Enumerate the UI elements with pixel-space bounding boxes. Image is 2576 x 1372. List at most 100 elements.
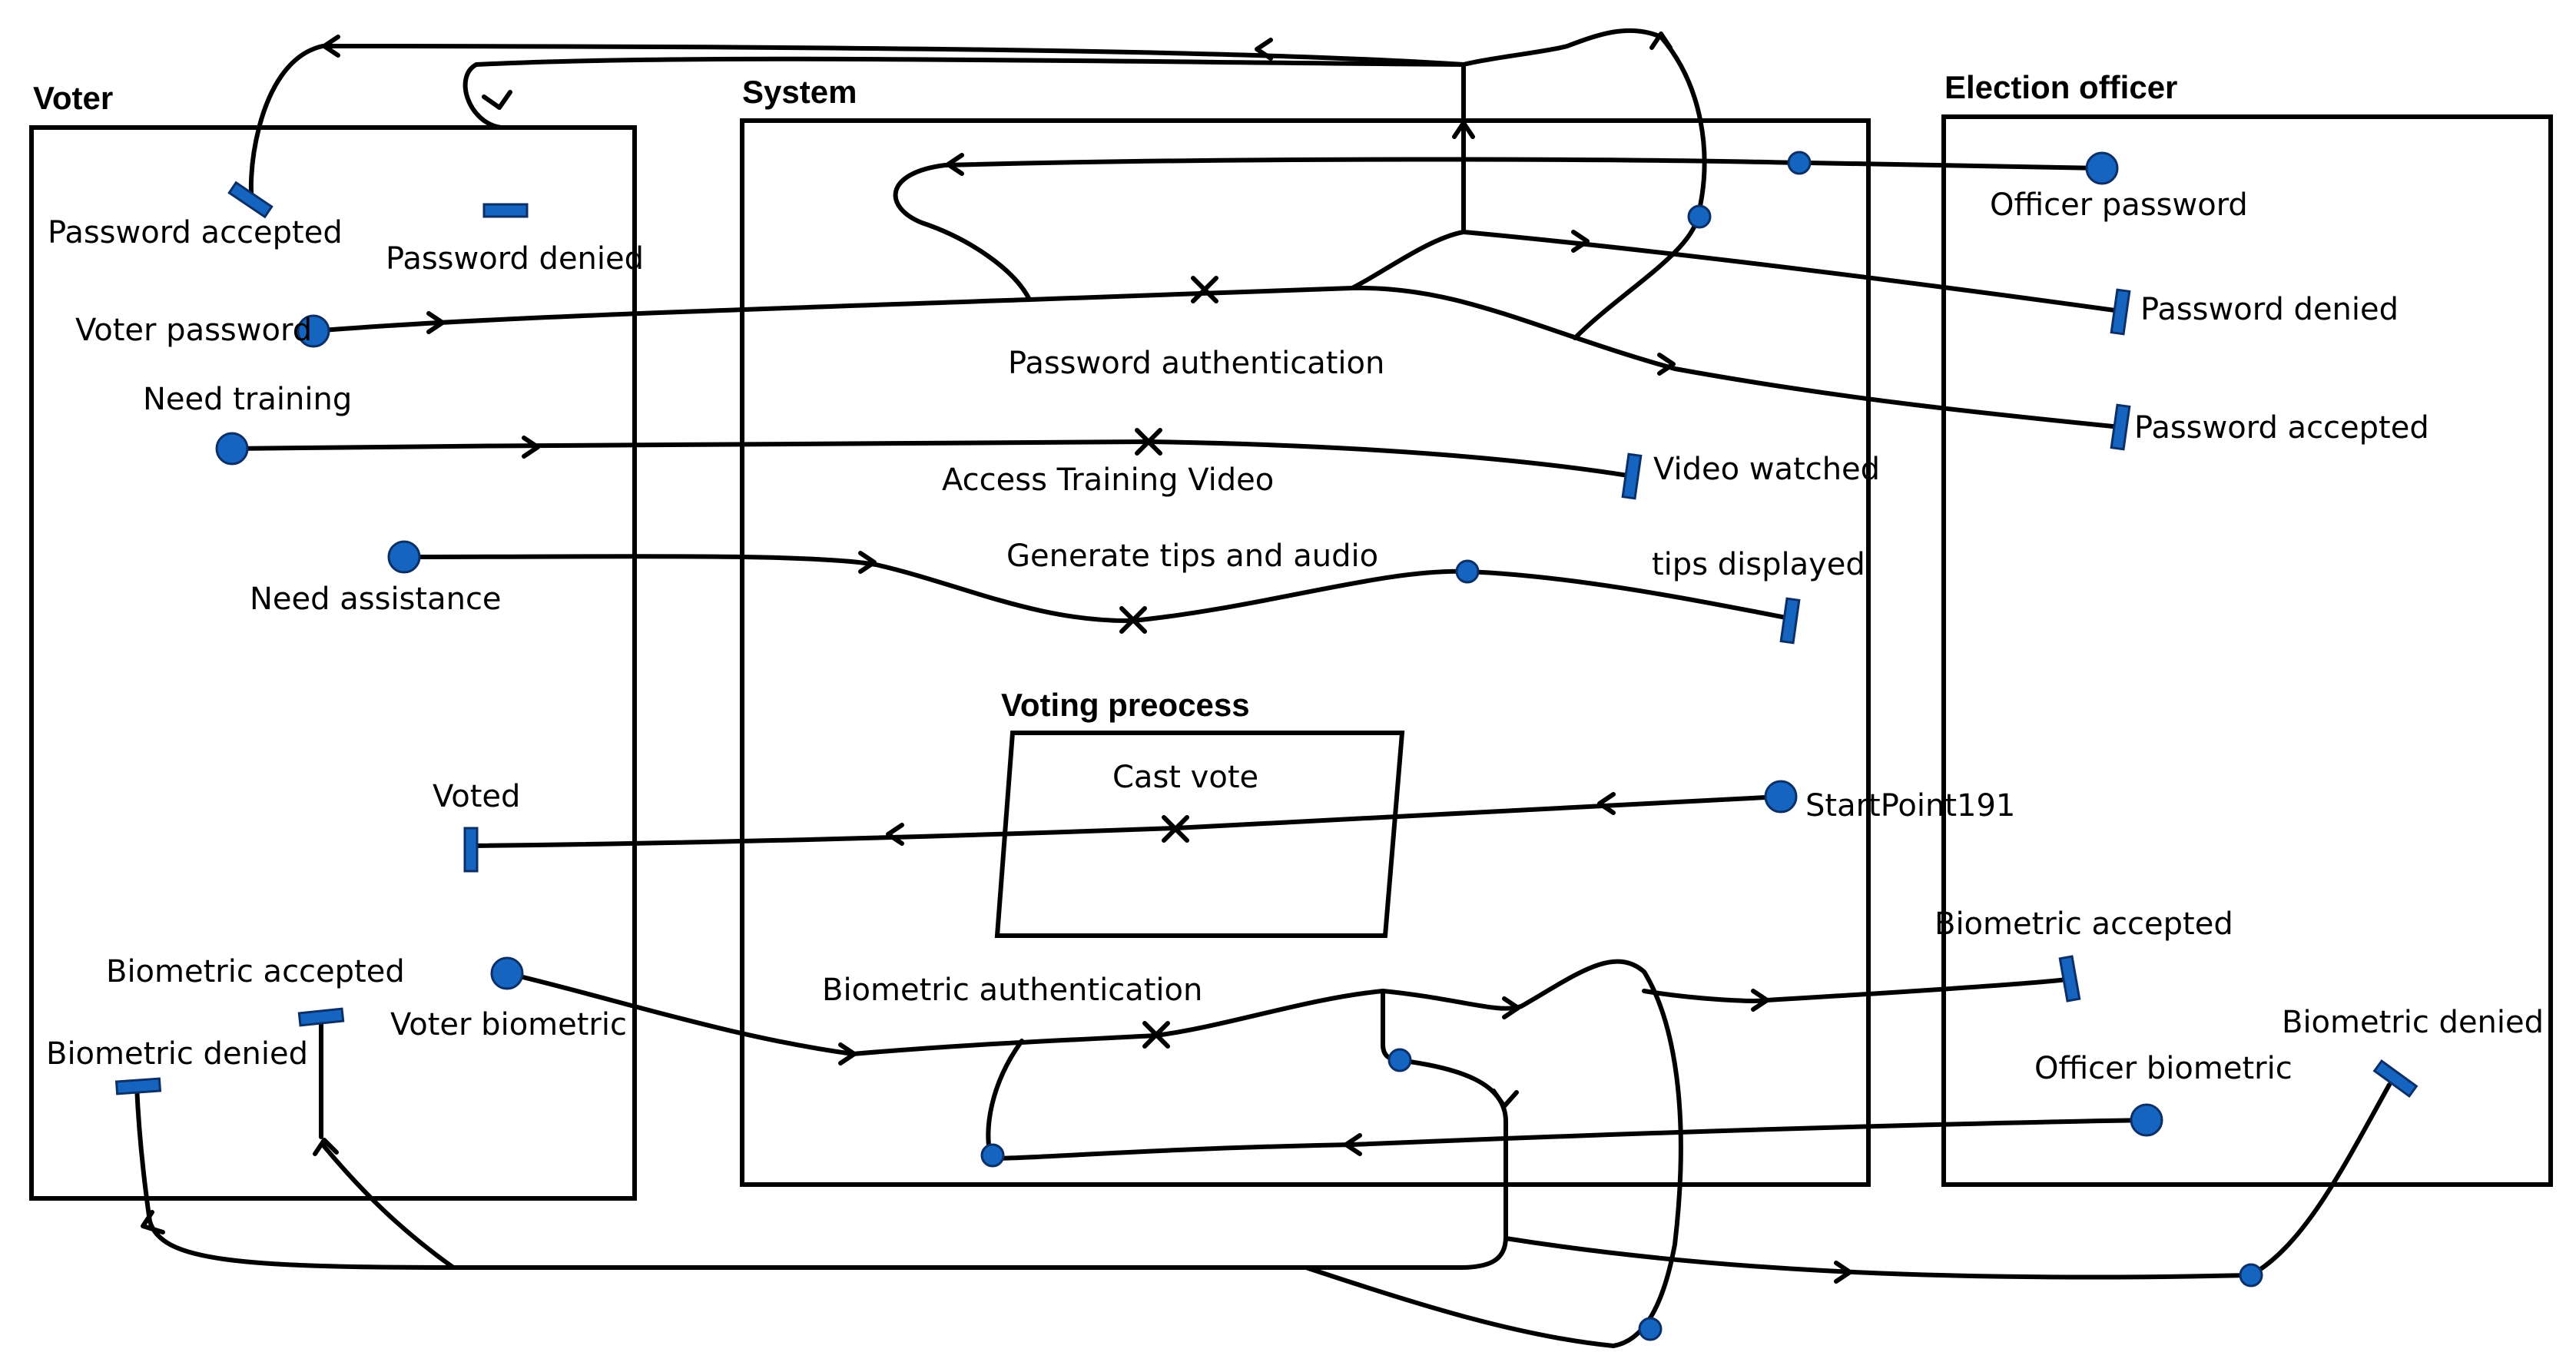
label-voter-password-accepted: Password accepted	[48, 215, 343, 250]
label-officer-password: Officer password	[1990, 187, 2248, 223]
voter-biometric-denied-end[interactable]	[114, 1077, 162, 1095]
arrow-bio-right	[1502, 996, 1520, 1019]
label-generate-tips: Generate tips and audio	[1006, 539, 1378, 574]
arrow-top-right-up	[1649, 31, 1673, 50]
junction-dot[interactable]	[980, 1143, 1005, 1168]
label-officer-password-accepted: Password accepted	[2134, 410, 2429, 446]
arrow-to-bio-denied	[1834, 1261, 1852, 1284]
arrow-voter-biometric	[838, 1042, 857, 1065]
voting-process-frame	[994, 731, 1405, 938]
arrow-officer-denied	[1571, 230, 1590, 253]
voted-end[interactable]	[463, 827, 479, 873]
voting-process-title: Voting preocess	[1001, 687, 1250, 723]
label-voted: Voted	[433, 779, 520, 814]
voting-process-box: Voting preocess	[994, 687, 1405, 938]
label-voter-password-denied: Password denied	[386, 241, 644, 277]
start-point-node[interactable]	[1764, 780, 1798, 814]
arrow-start-2	[886, 823, 904, 846]
label-need-assistance: Need assistance	[250, 582, 502, 617]
junction-dot[interactable]	[1638, 1317, 1663, 1341]
wire-bio-inner-loop	[134, 989, 1508, 1270]
junction-dot[interactable]	[1687, 204, 1712, 229]
label-officer-biometric: Officer biometric	[2034, 1051, 2293, 1086]
tips-displayed-end[interactable]	[1779, 597, 1801, 645]
arrow-start-1	[1597, 792, 1616, 815]
wire-auth-to-officer-denied	[1350, 230, 2123, 313]
x-cast-vote	[1162, 815, 1189, 843]
wire-officer-biometric	[986, 1039, 2149, 1161]
arrow-left-up	[313, 1138, 339, 1156]
officer-password-denied-end[interactable]	[2110, 288, 2131, 336]
system-lane-box	[740, 118, 1871, 1187]
voter-biometric-accepted-end[interactable]	[297, 1007, 345, 1027]
arrow-top-left	[322, 35, 340, 58]
arrow-bio-inner	[1491, 1089, 1519, 1109]
arrow-officer-accepted	[1657, 353, 1676, 376]
label-voter-biometric: Voter biometric	[390, 1007, 627, 1042]
need-training-node[interactable]	[215, 432, 249, 466]
label-password-authentication: Password authentication	[1008, 346, 1384, 381]
officer-biometric-node[interactable]	[2130, 1103, 2163, 1137]
arrow-officer-bio	[1344, 1133, 1362, 1156]
label-officer-biometric-accepted: Biometric accepted	[1934, 906, 2233, 942]
voter-password-accepted-end[interactable]	[227, 181, 274, 219]
junction-dot[interactable]	[2239, 1263, 2263, 1287]
label-officer-biometric-denied: Biometric denied	[2282, 1005, 2544, 1040]
wire-auth-up-loop	[1461, 28, 1707, 340]
label-voter-password: Voter password	[75, 313, 312, 348]
x-biometric-authentication	[1142, 1021, 1170, 1049]
label-access-training-video: Access Training Video	[942, 462, 1274, 498]
x-generate-tips	[1119, 606, 1147, 634]
wire-voter-password	[311, 285, 2123, 429]
wire-bio-accepted-out	[1642, 977, 2069, 1003]
voter-lane-box	[29, 125, 637, 1201]
wire-top-loop-accepted	[462, 56, 1466, 130]
label-cast-vote: Cast vote	[1112, 760, 1258, 795]
system-lane-title: System	[742, 74, 857, 110]
label-tips-displayed: tips displayed	[1652, 547, 1865, 582]
label-video-watched: Video watched	[1653, 452, 1880, 487]
video-watched-end[interactable]	[1621, 452, 1643, 500]
voter-password-denied-end[interactable]	[482, 203, 529, 218]
junction-dot[interactable]	[1387, 1048, 1412, 1072]
voter-lane: Voter	[29, 80, 637, 1201]
x-password-authentication	[1191, 276, 1218, 303]
label-voter-biometric-denied: Biometric denied	[46, 1036, 308, 1072]
x-access-training	[1135, 428, 1162, 456]
arrow-officer-password	[946, 153, 964, 176]
labels: Password accepted Password denied Voter …	[46, 187, 2544, 1086]
label-start-point: StartPoint191	[1805, 788, 2015, 824]
officer-lane-box	[1941, 114, 2553, 1187]
wire-start-to-voted	[471, 794, 1783, 848]
connectors	[134, 28, 2392, 1348]
officer-password-node[interactable]	[2085, 151, 2119, 185]
end-points	[114, 181, 2419, 1099]
system-lane: System	[740, 74, 1871, 1187]
arrow-denied-down	[482, 90, 512, 110]
junction-dot[interactable]	[1787, 151, 1812, 175]
arrow-voter-password	[426, 311, 445, 334]
arrow-auth-up	[1452, 121, 1475, 139]
officer-lane: Election officer	[1941, 69, 2553, 1187]
arrow-top-loop	[1255, 38, 1273, 61]
need-assistance-node[interactable]	[387, 540, 421, 574]
label-voter-biometric-accepted: Biometric accepted	[106, 954, 405, 989]
arrow-need-assistance	[858, 551, 877, 574]
arrow-far-left	[141, 1210, 165, 1234]
wire-to-bio-denied	[1503, 1082, 2392, 1280]
officer-biometric-denied-end[interactable]	[2372, 1059, 2419, 1099]
junction-dot[interactable]	[1455, 559, 1480, 584]
label-need-training: Need training	[143, 382, 352, 417]
officer-lane-title: Election officer	[1944, 69, 2177, 105]
voter-biometric-node[interactable]	[490, 956, 524, 990]
wire-officer-password	[893, 157, 2104, 302]
officer-password-accepted-end[interactable]	[2110, 403, 2131, 451]
label-biometric-authentication: Biometric authentication	[822, 973, 1202, 1008]
officer-biometric-accepted-end[interactable]	[2058, 955, 2081, 1002]
arrow-bio-accepted	[1751, 989, 1769, 1012]
wire-need-training	[230, 439, 1635, 479]
voter-password-node[interactable]	[297, 314, 330, 348]
flow-arrows	[141, 31, 1852, 1284]
start-points	[215, 151, 2263, 1341]
